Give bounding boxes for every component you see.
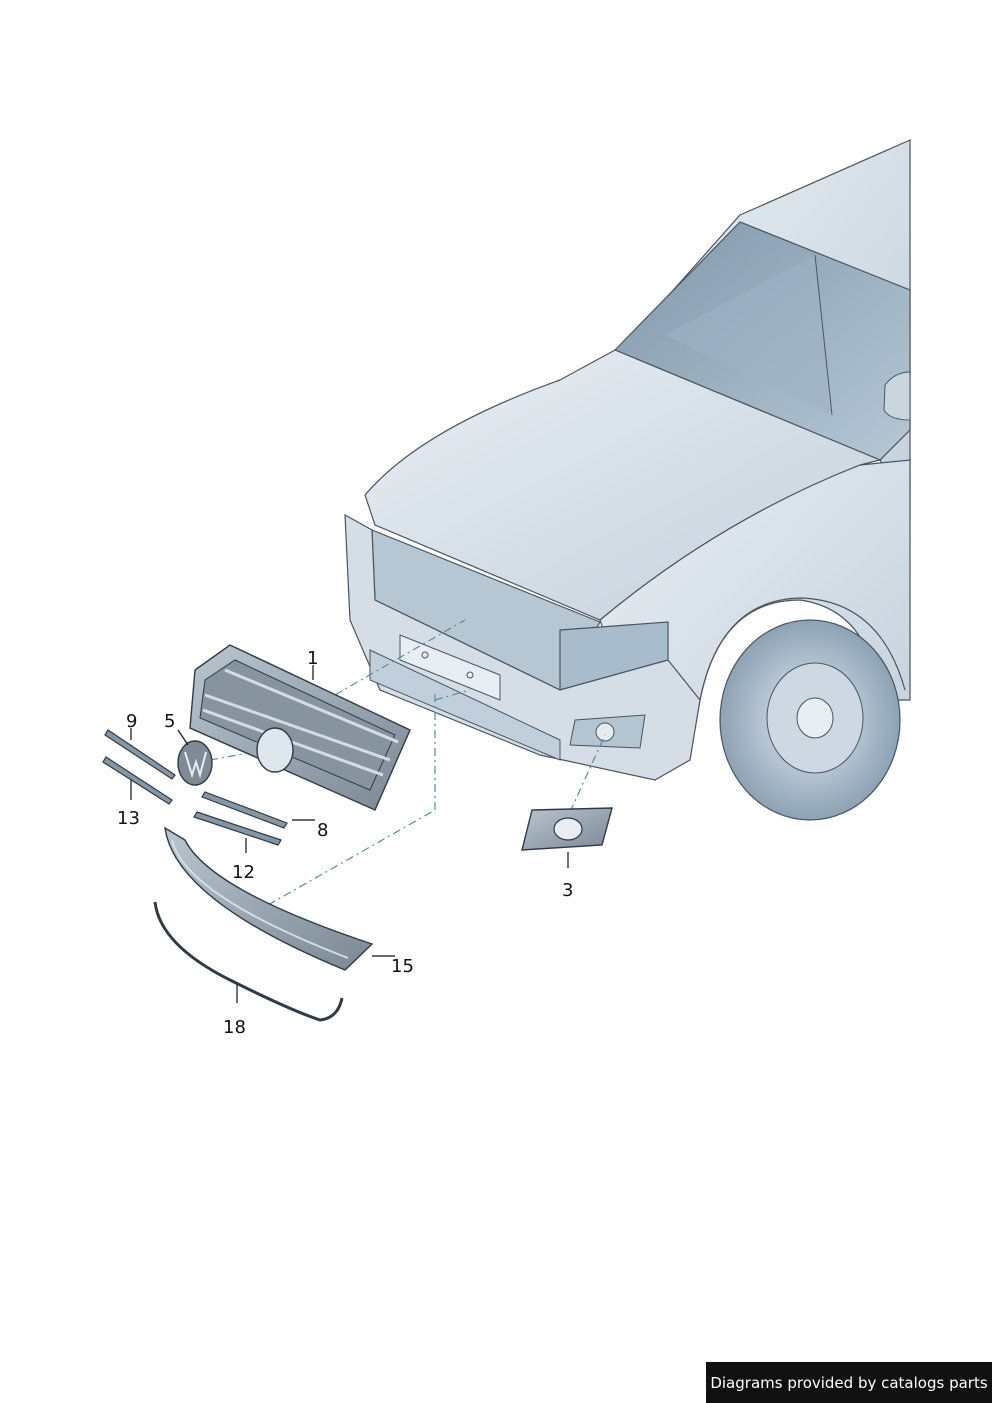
callout-15: 15 — [391, 956, 414, 977]
callout-8: 8 — [317, 820, 329, 841]
callout-18: 18 — [223, 1017, 246, 1038]
lower-trim-strip — [153, 901, 344, 1022]
callout-12: 12 — [232, 862, 255, 883]
trim-strips — [102, 729, 288, 846]
callout-13: 13 — [117, 808, 140, 829]
callout-1: 1 — [307, 648, 319, 669]
grille-part — [189, 644, 411, 811]
vehicle-front — [344, 139, 911, 821]
callout-9: 9 — [126, 711, 138, 732]
license-plate — [399, 634, 501, 701]
lower-grille-part — [164, 826, 374, 971]
grille-emblem-mount — [256, 727, 294, 773]
callout-5: 5 — [164, 711, 176, 732]
fog-light-cover-part — [521, 807, 613, 851]
callout-ticks — [130, 665, 569, 1003]
callout-3: 3 — [562, 880, 574, 901]
side-mirror — [883, 371, 911, 421]
emblem-part — [177, 740, 213, 786]
credit-banner: Diagrams provided by catalogs parts — [706, 1362, 992, 1403]
